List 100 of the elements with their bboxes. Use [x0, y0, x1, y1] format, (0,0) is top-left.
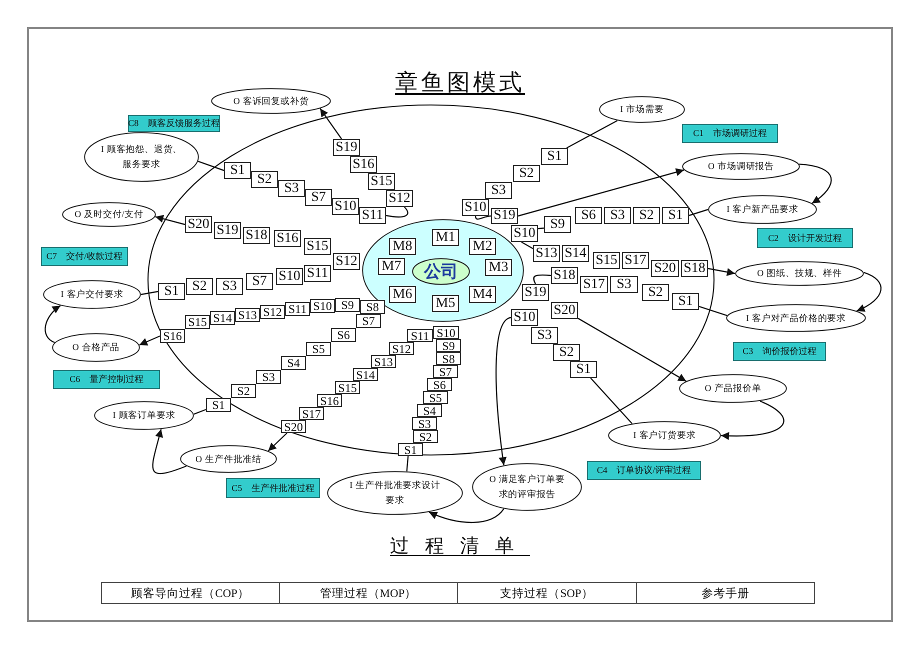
ellipse-node: I 顾客抱怨、退货、服务要求 [84, 132, 199, 182]
arrow [720, 400, 784, 440]
module-box: M5 [432, 295, 459, 312]
process-banner: C3 询价报价过程 [733, 342, 826, 361]
connector-line [688, 208, 708, 216]
step-box: S1 [206, 398, 231, 412]
step-box: S2 [633, 207, 660, 224]
connector-line [533, 274, 552, 284]
step-box: S9 [335, 298, 360, 312]
step-box: S16 [274, 230, 301, 247]
step-box: S11 [285, 302, 310, 316]
step-box: S11 [359, 207, 386, 224]
step-box: S1 [224, 162, 251, 179]
step-box: S3 [216, 278, 243, 295]
module-box: M6 [389, 286, 416, 303]
step-box: S16 [317, 394, 342, 407]
step-box: S14 [562, 245, 589, 262]
ellipse-node: I 客户订货要求 [608, 421, 721, 450]
step-box: S6 [331, 328, 356, 342]
arrow [428, 508, 504, 524]
step-box: S5 [423, 391, 448, 404]
step-box: S1 [672, 293, 699, 310]
ellipse-node: I 客户新产品要求 [708, 195, 817, 224]
step-box: S2 [553, 344, 580, 361]
step-box: S3 [610, 276, 638, 293]
arrow [496, 316, 512, 466]
step-box: S10 [332, 198, 359, 215]
step-box: S17 [622, 252, 649, 269]
step-box: S4 [417, 404, 442, 417]
step-box: S3 [485, 182, 512, 199]
process-banner: C4 订单协议/评审过程 [587, 461, 701, 480]
process-banner: C6 量产控制过程 [53, 370, 160, 389]
ellipse-node: O 产品报价单 [679, 374, 787, 403]
ellipse-node: O 满足客户订单要求的评审报告 [472, 463, 582, 511]
connector-line [198, 160, 224, 172]
step-box: S10 [433, 326, 459, 339]
process-banner: C7 交付/收款过程 [41, 247, 128, 266]
step-box: S13 [371, 355, 396, 368]
step-box: S4 [281, 356, 306, 370]
step-box: S20 [185, 216, 212, 233]
center-ellipse: 公司 [412, 258, 470, 285]
step-box: S10 [310, 299, 335, 313]
arrow [139, 335, 160, 346]
step-box: S3 [412, 417, 437, 430]
connector-line [194, 408, 206, 415]
step-box: S20 [651, 260, 679, 277]
step-box: S2 [251, 171, 278, 188]
module-box: M8 [389, 238, 416, 255]
step-box: S9 [436, 339, 461, 352]
step-box: S18 [551, 267, 578, 284]
step-box: S18 [681, 260, 708, 277]
process-banner: C8 顾客反馈服务过程 [128, 115, 220, 132]
step-box: S1 [158, 283, 185, 300]
arrow [268, 432, 288, 452]
step-box: S1 [541, 148, 568, 165]
step-box: S15 [368, 173, 395, 190]
step-box: S14 [353, 368, 378, 381]
step-box: S2 [413, 430, 438, 443]
step-box: S2 [186, 278, 213, 295]
step-box: S15 [593, 252, 620, 269]
arrow [799, 164, 832, 204]
arrow [708, 268, 736, 276]
module-box: M7 [378, 258, 405, 275]
ellipse-node: O 客诉回复或补货 [211, 88, 331, 114]
step-box: S12 [386, 190, 413, 207]
step-box: S13 [235, 308, 260, 322]
step-box: S12 [333, 253, 360, 270]
ellipse-node: I 市场需要 [599, 96, 685, 123]
step-box: S16 [160, 329, 185, 343]
step-box: S11 [407, 329, 433, 342]
step-box: S2 [642, 284, 669, 301]
arrow [518, 168, 684, 217]
step-box: S3 [278, 180, 305, 197]
connector-line [406, 456, 409, 472]
step-box: S13 [533, 245, 560, 262]
step-box: S3 [256, 370, 281, 384]
connector-line [521, 241, 534, 250]
ellipse-node: I 生产件批准要求设计要求 [327, 471, 463, 515]
step-box: S19 [214, 222, 241, 239]
step-box: S7 [246, 273, 273, 290]
module-box: M2 [469, 238, 496, 255]
step-box: S18 [243, 227, 270, 244]
step-box: S20 [281, 420, 306, 433]
connector-line [566, 120, 618, 149]
arrow [856, 272, 882, 312]
step-box: S16 [350, 156, 377, 173]
step-box: S11 [304, 265, 331, 282]
step-box: S1 [662, 207, 689, 224]
step-box: S2 [513, 165, 540, 182]
step-box: S8 [436, 352, 461, 365]
module-box: M1 [432, 229, 459, 246]
ellipse-node: O 合格产品 [52, 333, 140, 362]
step-box: S15 [304, 238, 331, 255]
ellipse-node: O 图纸、技规、样件 [735, 261, 864, 286]
step-box: S12 [389, 342, 414, 355]
step-box: S7 [305, 189, 332, 206]
diagram-title: 章鱼图模式 [395, 70, 525, 95]
step-box: S1 [398, 443, 423, 456]
arrow [320, 108, 342, 140]
step-box: S12 [260, 305, 285, 319]
